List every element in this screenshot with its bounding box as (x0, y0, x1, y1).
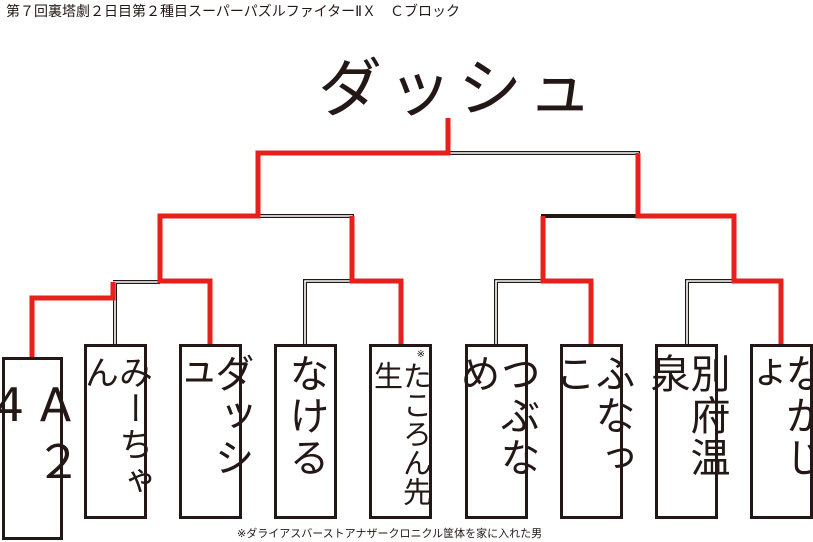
player-box-takoron-sensei: たころん先生 ※ (369, 344, 433, 519)
page-title: 第７回裏塔劇２日目第２種目スーパーパズルファイターⅡＸ Ｃブロック (6, 4, 461, 20)
player-name: A２4 (0, 378, 83, 490)
winner-line-takoron (349, 216, 404, 345)
player-box-beppu-onsen: 別府温泉 (644, 344, 730, 519)
player-name: ダッシュ (167, 353, 254, 479)
footnote: ※ダライアスバーストアナザークロニクル筐体を家に入れた男 (237, 527, 543, 540)
player-name: なかじょ (738, 353, 813, 479)
loser-line (303, 279, 352, 345)
player-box-a24: A２4 (0, 357, 83, 540)
player-box-nakajo: なかじょ (739, 344, 813, 519)
loser-line (541, 214, 638, 281)
player-name: つぶなめ (453, 353, 540, 479)
winner-line-nakajo (635, 153, 784, 345)
winner-line-dash (157, 118, 451, 345)
loser-line (685, 279, 734, 345)
player-box-mii-chan: みーちゃん (78, 344, 153, 519)
loser-line (494, 279, 543, 345)
player-box-dash: ダッシュ (168, 344, 254, 519)
loser-lines (113, 151, 734, 345)
player-name: なける (282, 353, 329, 479)
player-box-tsubuname: つぶなめ (454, 344, 540, 519)
winner-line-a24 (29, 282, 116, 358)
winner-lines (29, 118, 784, 358)
champion-name: ダッシュ (318, 53, 598, 127)
footnote-mark: ※ (416, 349, 425, 360)
player-name: 別府温泉 (643, 353, 730, 479)
player-name: たころん先生 (369, 361, 433, 506)
loser-line (448, 151, 640, 216)
player-name: ふなっこ (548, 353, 635, 479)
loser-line (258, 214, 354, 281)
winner-line-funakko (540, 216, 594, 345)
player-box-nakeru: なける (274, 344, 337, 519)
player-name: みーちゃん (78, 355, 153, 499)
player-box-funakko: ふなっこ (549, 344, 635, 519)
